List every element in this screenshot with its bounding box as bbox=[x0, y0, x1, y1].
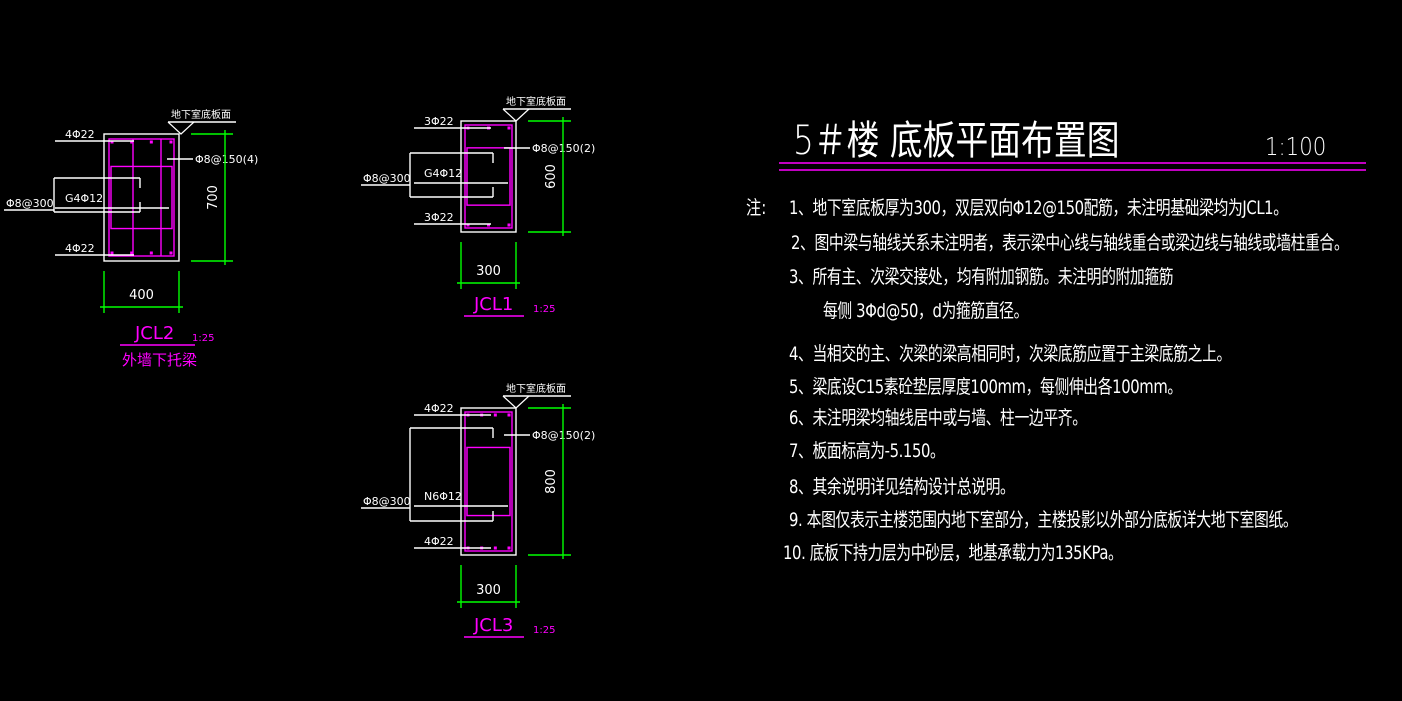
drawing-scale: 1:100 bbox=[1265, 132, 1327, 161]
section-scale: 1:25 bbox=[192, 333, 214, 344]
tie-rebar bbox=[466, 446, 511, 517]
note-6: 6、未注明梁均轴线居中或与墙、柱一边平齐。 bbox=[789, 407, 1087, 429]
stirrups-label: Φ8@150(4) bbox=[195, 153, 258, 166]
tie-bars-label: Φ8@300 bbox=[6, 197, 54, 210]
section-name: JCL1 bbox=[473, 294, 513, 315]
width-dimension: 400 bbox=[129, 288, 154, 303]
rebar-dot bbox=[507, 546, 511, 550]
note-2: 2、图中梁与轴线关系未注明者，表示梁中心线与轴线重合或梁边线与轴线或墙柱重合。 bbox=[791, 232, 1349, 254]
elevation-marker-triangle bbox=[167, 121, 195, 135]
bottom-bars-label: 4Φ22 bbox=[65, 242, 95, 255]
beam-outline bbox=[103, 133, 180, 262]
height-dimension: 600 bbox=[544, 164, 559, 189]
rebar-dot bbox=[507, 223, 511, 227]
side-bars-label: G4Φ12 bbox=[65, 192, 103, 205]
top-bars-label: 4Φ22 bbox=[65, 128, 95, 141]
notes-prefix: 注: bbox=[746, 197, 767, 219]
section-jcl1: 3Φ223Φ22G4Φ12Φ8@300Φ8@150(2)地下室底板面600300… bbox=[361, 95, 595, 317]
width-dimension: 300 bbox=[476, 583, 501, 598]
rebar-dot bbox=[110, 140, 114, 144]
note-9: 9. 本图仅表示主楼范围内地下室部分，主楼投影以外部分底板详大地下室图纸。 bbox=[789, 509, 1298, 531]
rebar-dot bbox=[110, 251, 114, 255]
rebar-dot bbox=[493, 546, 497, 550]
rebar-dot bbox=[169, 251, 173, 255]
elevation-marker-triangle bbox=[502, 108, 530, 122]
bottom-bars-label: 4Φ22 bbox=[424, 535, 454, 548]
side-bars-label: G4Φ12 bbox=[424, 167, 462, 180]
rebar-dot bbox=[487, 223, 490, 227]
section-scale: 1:25 bbox=[533, 304, 555, 315]
rebar-dot bbox=[130, 251, 134, 255]
elevation-marker-label: 地下室底板面 bbox=[506, 95, 566, 108]
rebar-dot bbox=[149, 140, 153, 144]
beam-outline bbox=[460, 407, 517, 556]
tie-bars-label: Φ8@300 bbox=[363, 495, 411, 508]
section-jcl2: 4Φ224Φ22G4Φ12Φ8@300Φ8@150(4)地下室底板面700400… bbox=[4, 108, 258, 369]
rebar-dot bbox=[493, 413, 497, 417]
height-dimension: 800 bbox=[544, 469, 559, 494]
section-name: JCL3 bbox=[473, 615, 513, 636]
note-3: 3、所有主、次梁交接处，均有附加钢筋。未注明的附加箍筋 bbox=[789, 266, 1174, 288]
rebar-dot bbox=[149, 251, 153, 255]
elevation-marker-label: 地下室底板面 bbox=[171, 108, 231, 121]
note-1: 1、地下室底板厚为300，双层双向Φ12@150配筋，未注明基础梁均为JCL1。 bbox=[789, 197, 1288, 219]
height-dimension: 700 bbox=[206, 185, 221, 210]
tie-bars-label: Φ8@300 bbox=[363, 172, 411, 185]
stirrup bbox=[108, 138, 175, 257]
rebar-dot bbox=[169, 140, 173, 144]
tie-rebar bbox=[110, 165, 173, 230]
rebar-dot bbox=[466, 223, 470, 227]
note-10: 10. 底板下持力层为中砂层，地基承载力为135KPa。 bbox=[783, 542, 1123, 564]
elevation-marker-label: 地下室底板面 bbox=[506, 382, 566, 395]
note-5: 5、梁底设C15素砼垫层厚度100mm，每侧伸出各100mm。 bbox=[789, 376, 1182, 398]
tie-rebar bbox=[466, 147, 511, 206]
section-scale: 1:25 bbox=[533, 625, 555, 636]
side-bars-label: N6Φ12 bbox=[424, 490, 462, 503]
rebar-dot bbox=[507, 126, 511, 130]
note-3-continued: 每侧 3Φd@50，d为箍筋直径。 bbox=[823, 300, 1029, 322]
top-bars-label: 4Φ22 bbox=[424, 402, 454, 415]
note-4: 4、当相交的主、次梁的梁高相同时，次梁底筋应置于主梁底筋之上。 bbox=[789, 343, 1231, 365]
section-jcl3: 4Φ224Φ22N6Φ12Φ8@300Φ8@150(2)地下室底板面800300… bbox=[361, 382, 595, 638]
section-name: JCL2 bbox=[134, 323, 174, 344]
note-8: 8、其余说明详见结构设计总说明。 bbox=[789, 476, 1015, 498]
rebar-dot bbox=[130, 140, 134, 144]
note-7: 7、板面标高为-5.150。 bbox=[789, 440, 945, 462]
elevation-marker-triangle bbox=[502, 395, 530, 409]
bottom-bars-label: 3Φ22 bbox=[424, 211, 454, 224]
top-bars-label: 3Φ22 bbox=[424, 115, 454, 128]
section-subtitle: 外墙下托梁 bbox=[122, 351, 197, 369]
stirrup bbox=[464, 124, 513, 229]
width-dimension: 300 bbox=[476, 264, 501, 279]
drawing-title: 5＃楼 底板平面布置图 bbox=[793, 118, 1120, 164]
beam-outline bbox=[460, 120, 517, 233]
rebar-dot bbox=[507, 413, 511, 417]
stirrup bbox=[464, 411, 513, 552]
